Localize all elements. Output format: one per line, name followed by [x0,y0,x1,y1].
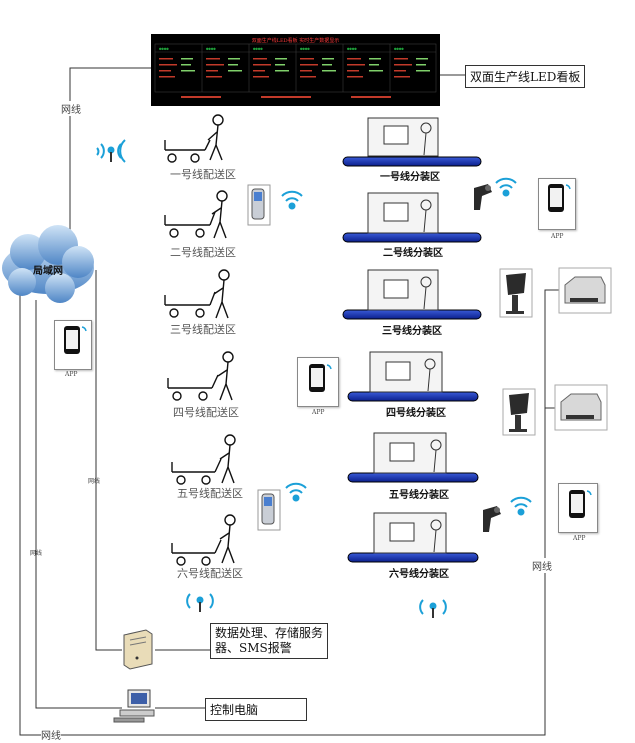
control-pc-label: 控制电脑 [205,698,307,721]
cart-3 [164,269,230,319]
net-label-small-2: 网线 [30,550,43,557]
cart-5 [171,434,236,485]
app-label: APP [573,535,586,542]
packing-zone-2: 二号线分装区 [383,248,443,259]
cart-1 [164,114,224,163]
pda-icon-1 [247,184,271,226]
packing-station-6 [373,512,447,554]
cables [19,67,562,736]
svg-text:●●●●: ●●●● [300,46,310,51]
led-board-graphic: ●●●● ●●●● ●●●● ●●●● ●●●● ●●●● [154,43,437,98]
phone-icon [569,490,592,518]
packing-zone-1: 一号线分装区 [380,172,440,183]
delivery-zone-4: 四号线配送区 [173,406,239,419]
printers [554,267,612,431]
net-label-bottom: 网线 [41,727,61,742]
app-tile-3: APP [297,357,339,416]
wifi-icon-5 [510,496,532,516]
app-label: APP [312,409,325,416]
svg-text:●●●●: ●●●● [347,46,357,51]
barcode-scanner-icon-1 [474,184,492,210]
lan-label: 局域网 [33,266,63,277]
packing-station-5 [373,432,447,474]
led-board: 双面生产线LED看板 实时生产数据显示 ●●●●●●●●●●●● ●●●●●●●… [151,34,440,106]
wifi-icons [96,139,532,618]
phone-icon [64,326,87,354]
packing-zone-6: 六号线分装区 [389,569,449,580]
barcode-scanner-icon-2 [483,506,501,532]
wifi-icon-4 [285,482,307,502]
packing-stations [367,117,447,554]
app-tile-2: APP [54,320,92,378]
cart-6 [171,514,236,566]
packing-station-4 [369,351,443,393]
wifi-icon-2 [281,190,303,210]
phone-icon [309,364,332,392]
delivery-zone-1: 一号线配送区 [170,168,236,181]
printer-icon-1 [558,267,612,314]
cable-ring [19,289,562,736]
cart-2 [164,190,228,239]
led-board-title: 双面生产线LED看板 实时生产数据显示 [251,38,340,44]
svg-text:●●●●: ●●●● [253,46,263,51]
pda-icon-2 [257,489,281,531]
packing-zone-4: 四号线分装区 [386,408,446,419]
app-label: APP [551,233,564,240]
app-label: APP [65,371,78,378]
kiosk-icon-1 [499,268,533,318]
printer-icon-2 [554,384,608,431]
svg-text:●●●●: ●●●● [159,46,169,51]
wifi-icon-3 [495,177,517,197]
app-tile-4: APP [558,483,598,542]
delivery-carts [164,114,236,566]
packing-zone-3: 三号线分装区 [382,326,442,337]
net-label-top: 网线 [61,101,81,116]
packing-station-3 [367,269,439,311]
barcode-scanners [474,184,501,532]
wifi-icon-7 [419,599,447,618]
net-label-right: 网线 [532,558,552,573]
app-tile-1: APP [538,178,576,240]
kiosk-icon-2 [502,388,536,436]
net-label-small-1: 网线 [88,478,101,485]
delivery-zone-5: 五号线配送区 [177,487,243,500]
led-board-label: 双面生产线LED看板 [465,65,586,88]
svg-text:●●●●: ●●●● [206,46,216,51]
cable-lan-to-server [95,270,122,651]
packing-station-2 [367,192,439,234]
packing-station-1 [367,117,439,157]
cart-4 [167,351,234,401]
lan-cloud [2,225,94,303]
delivery-zone-3: 三号线配送区 [170,323,236,336]
server-label: 数据处理、存储服务器、SMS报警 [210,623,328,659]
pda-devices [247,184,281,531]
cable-led-to-lan [69,67,151,235]
svg-text:●●●●: ●●●● [394,46,404,51]
wifi-icon-6 [186,593,214,612]
packing-zone-5: 五号线分装区 [389,490,449,501]
server-icon [123,629,153,670]
pc-icon [113,689,155,723]
cable-lan-to-pc [35,300,122,709]
delivery-zone-6: 六号线配送区 [177,567,243,580]
conveyor-belts [342,156,482,563]
kiosks [499,268,536,436]
delivery-zone-2: 二号线配送区 [170,246,236,259]
phone-icon [548,184,571,212]
wifi-icon-1 [96,139,126,163]
